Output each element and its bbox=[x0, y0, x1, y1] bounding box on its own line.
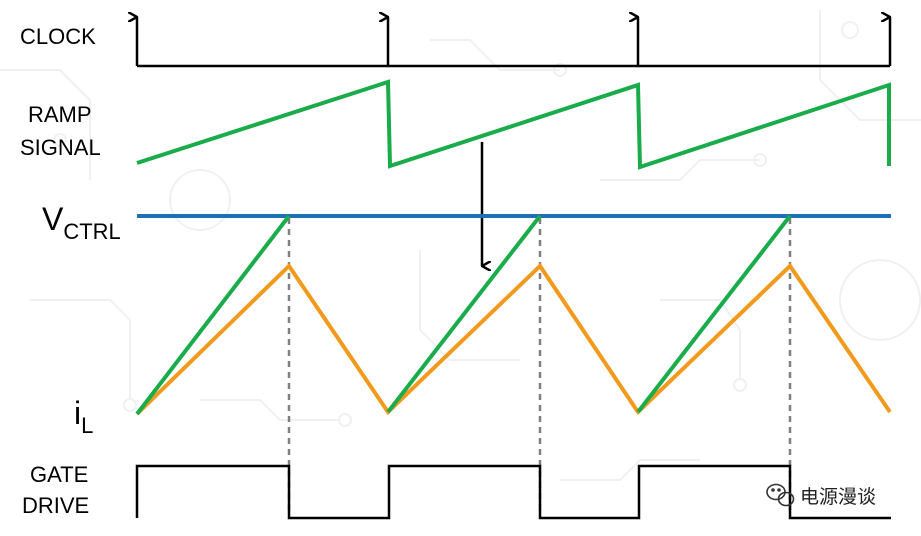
gate-label-line1: GATE bbox=[30, 462, 88, 487]
watermark: 电源漫谈 bbox=[766, 483, 876, 508]
watermark-text: 电源漫谈 bbox=[800, 486, 876, 508]
sensed-ramp-waveform bbox=[135, 214, 792, 416]
sensed-ramp-segment-3 bbox=[636, 214, 792, 414]
ramp-signal-waveform bbox=[136, 79, 891, 170]
clock-waveform bbox=[137, 17, 892, 68]
clock-label: CLOCK bbox=[20, 24, 96, 49]
sensed-ramp-segment-2 bbox=[386, 214, 542, 414]
sensed-ramp-segment-1 bbox=[135, 214, 291, 416]
inductor-current-waveform bbox=[135, 262, 892, 416]
il-label-main: i bbox=[74, 395, 81, 431]
vctrl-label-sub: CTRL bbox=[63, 219, 120, 244]
il-label: iL bbox=[74, 395, 93, 438]
il-label-sub: L bbox=[81, 413, 93, 438]
gate-label-line2: DRIVE bbox=[22, 493, 89, 518]
ramp-label-line2: SIGNAL bbox=[20, 135, 101, 160]
gate-drive-waveform bbox=[135, 464, 891, 520]
wechat-icon bbox=[766, 483, 795, 507]
ramp-label-line1: RAMP bbox=[28, 102, 92, 127]
vctrl-label: VCTRL bbox=[42, 201, 121, 244]
vctrl-label-main: V bbox=[42, 201, 64, 237]
